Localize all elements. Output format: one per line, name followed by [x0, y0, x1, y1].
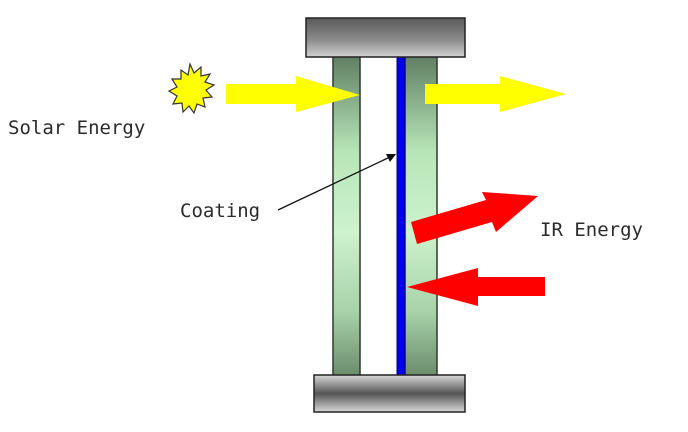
low-e-coating: [396, 55, 406, 377]
solar-arrow-out: [425, 76, 566, 112]
bottom-frame-cap: [313, 374, 466, 413]
ir-arrow-in: [407, 268, 545, 306]
top-frame-cap: [305, 17, 466, 58]
sun-icon: [167, 61, 216, 115]
solar-energy-label: Solar Energy: [8, 117, 146, 139]
solar-arrow-in: [226, 76, 360, 112]
coating-leader-line: [277, 156, 391, 211]
left-glass-pane: [332, 55, 361, 377]
ir-arrow-out: [411, 192, 538, 244]
coating-leader-arrowhead: [386, 154, 396, 162]
coating-label: Coating: [180, 200, 261, 222]
ir-energy-label: IR Energy: [540, 219, 643, 241]
